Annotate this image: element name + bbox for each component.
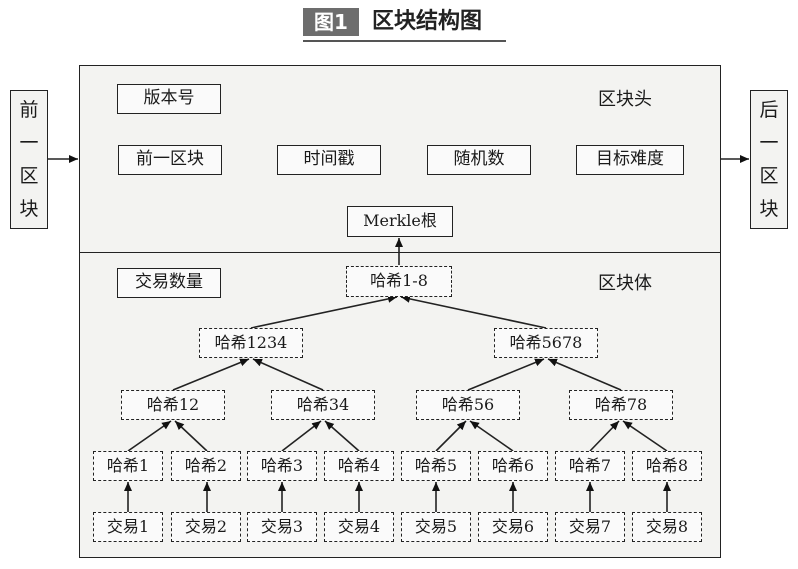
transaction-node: 交易7: [555, 512, 625, 542]
hash-node-l4: 哈希7: [555, 451, 625, 481]
tree-edge: [589, 420, 620, 452]
hash-node-l4: 哈希1: [93, 451, 163, 481]
tree-edge: [622, 420, 668, 452]
hash-node-l4: 哈希4: [324, 451, 394, 481]
figure-title-text: 区块结构图: [372, 9, 483, 34]
version-box: 版本号: [117, 84, 221, 114]
tree-edge: [250, 294, 398, 329]
next-block-char: 区: [759, 164, 779, 187]
prev-hash-box: 前一区块: [118, 145, 222, 175]
tree-edge: [467, 358, 545, 391]
figure-title: 图1 区块结构图: [0, 6, 798, 42]
block-header-label: 区块头: [598, 89, 652, 110]
tree-edge: [435, 420, 467, 452]
prev-block-char: 区: [19, 164, 39, 187]
transaction-node: 交易8: [632, 512, 702, 542]
tree-edge: [547, 358, 622, 391]
transaction-node: 交易1: [93, 512, 163, 542]
hash-node-l3: 哈希56: [416, 390, 520, 420]
hash-root-node: 哈希1-8: [346, 266, 452, 297]
hash-node-l4: 哈希2: [171, 451, 241, 481]
next-block-char: 后: [759, 98, 779, 121]
prev-block-char: 一: [19, 131, 39, 154]
transaction-node: 交易4: [324, 512, 394, 542]
tree-edge: [400, 294, 547, 329]
figure-badge: 图1: [303, 8, 359, 36]
nonce-box: 随机数: [427, 145, 531, 175]
title-underline: [303, 40, 506, 42]
transaction-node: 交易5: [401, 512, 471, 542]
hash-node-l3: 哈希78: [569, 390, 673, 420]
difficulty-box: 目标难度: [576, 145, 684, 175]
tree-edge: [252, 358, 324, 391]
tx-count-box: 交易数量: [117, 268, 221, 298]
transaction-node: 交易6: [478, 512, 548, 542]
next-block-char: 块: [759, 197, 779, 220]
tree-edge: [127, 420, 172, 452]
tree-edge: [174, 420, 208, 452]
prev-block-char: 前: [19, 98, 39, 121]
hash-node-l3: 哈希34: [271, 390, 375, 420]
prev-block-box: 前 一 区 块: [10, 90, 48, 229]
transaction-node: 交易3: [247, 512, 317, 542]
hash-node-l4: 哈希5: [401, 451, 471, 481]
hash-node-l2: 哈希1234: [199, 328, 303, 358]
next-block-char: 一: [759, 131, 779, 154]
prev-block-char: 块: [19, 197, 39, 220]
next-block-box: 后 一 区 块: [750, 90, 788, 229]
tree-edge: [281, 420, 322, 452]
hash-node-l3: 哈希12: [121, 390, 225, 420]
hash-node-l4: 哈希6: [478, 451, 548, 481]
block-body-label: 区块体: [598, 273, 652, 294]
hash-node-l4: 哈希8: [632, 451, 702, 481]
hash-node-l4: 哈希3: [247, 451, 317, 481]
tree-edge: [172, 358, 250, 391]
tree-edge: [469, 420, 514, 452]
hash-node-l2: 哈希5678: [494, 328, 598, 358]
tree-edge: [324, 420, 360, 452]
merkle-root-box: Merkle根: [347, 206, 453, 237]
transaction-node: 交易2: [171, 512, 241, 542]
timestamp-box: 时间戳: [277, 145, 381, 175]
